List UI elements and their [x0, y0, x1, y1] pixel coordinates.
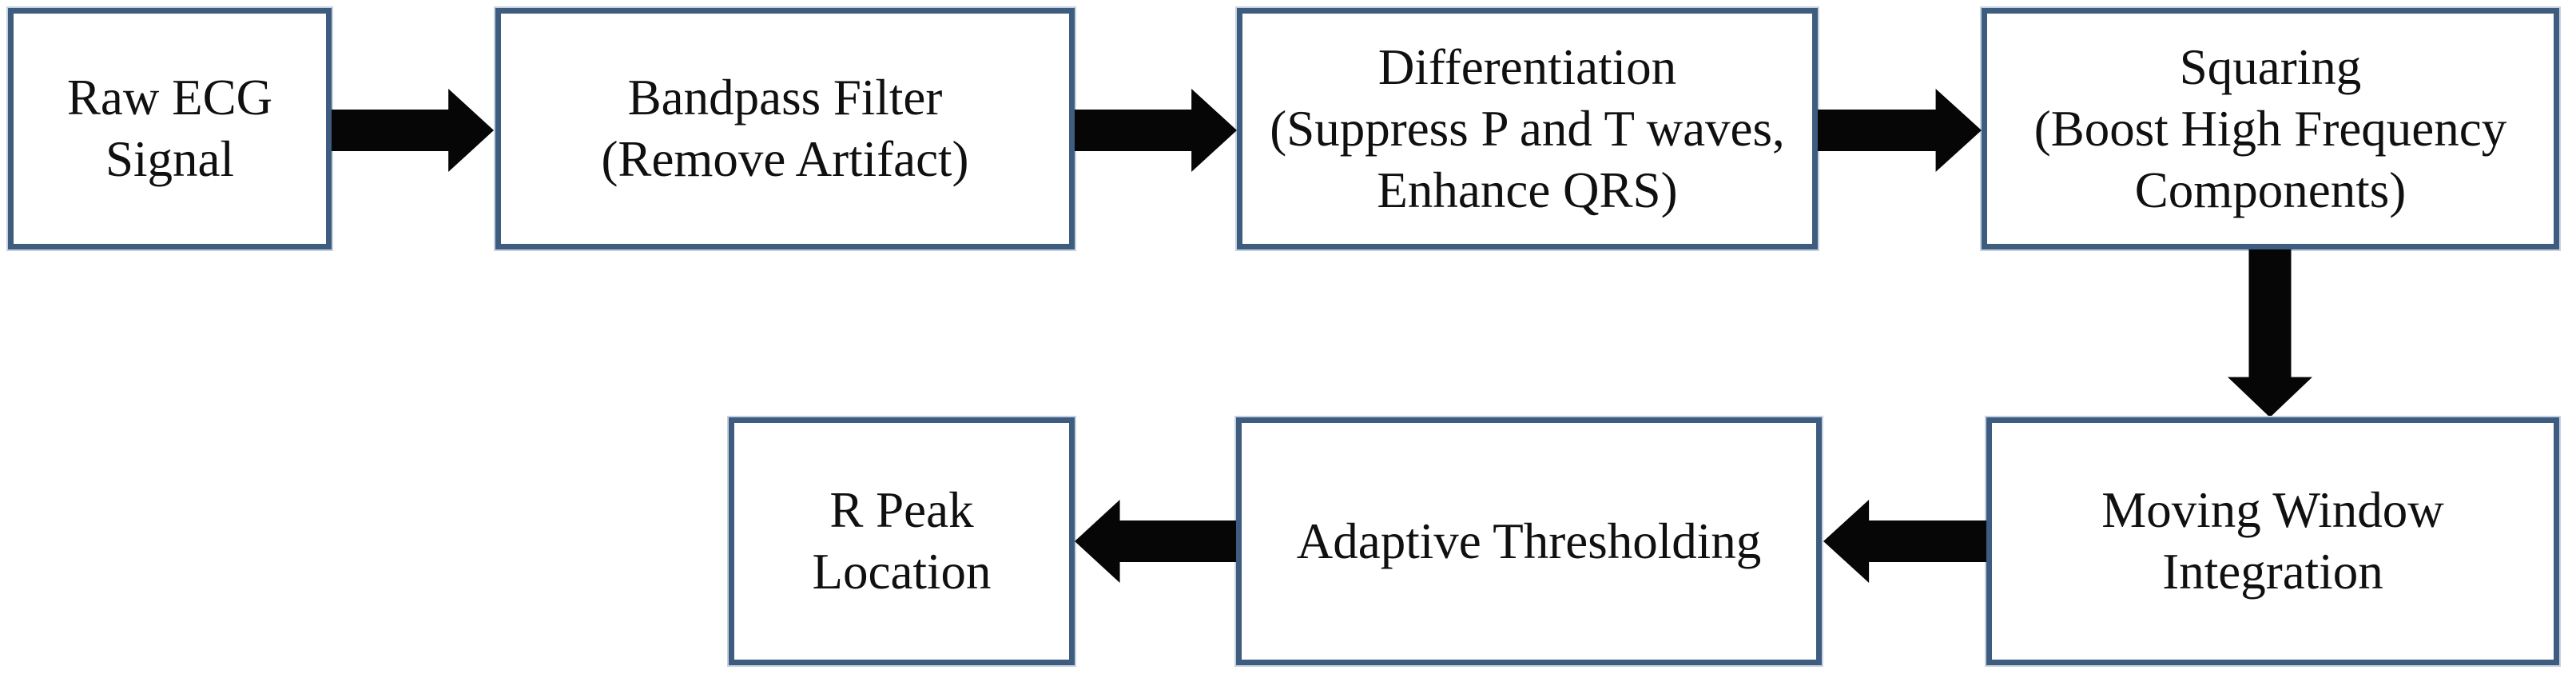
- box-text-line: Components): [2134, 162, 2407, 218]
- arrow-raw-to-bandpass-icon: [332, 89, 494, 172]
- box-text-line: Location: [812, 544, 992, 600]
- box-text-line: Squaring: [2179, 38, 2362, 95]
- flow-box-adaptive-thresholding: Adaptive Thresholding: [1236, 417, 1822, 665]
- flow-box-r-peak-location: R Peak Location: [729, 417, 1075, 665]
- box-text-line: Integration: [2162, 544, 2383, 600]
- box-text-line: R Peak: [829, 482, 974, 538]
- arrow-adaptive-to-r-peak-icon: [1075, 500, 1236, 583]
- box-text-line: Adaptive Thresholding: [1296, 512, 1762, 569]
- flow-box-squaring: Squaring (Boost High Frequency Component…: [1982, 8, 2559, 249]
- box-text-line: Enhance QRS): [1377, 162, 1678, 218]
- flow-box-raw-ecg-signal: Raw ECG Signal: [8, 8, 332, 249]
- box-text-line: Moving Window: [2101, 482, 2444, 538]
- flow-box-bandpass-filter: Bandpass Filter (Remove Artifact): [495, 8, 1075, 249]
- arrow-moving-window-to-adaptive-icon: [1823, 500, 1986, 583]
- box-text-line: (Remove Artifact): [601, 131, 969, 187]
- box-text-line: Differentiation: [1377, 38, 1677, 95]
- arrow-bandpass-to-differentiation-icon: [1075, 89, 1237, 172]
- box-text-line: Signal: [105, 131, 234, 187]
- arrow-differentiation-to-squaring-icon: [1818, 89, 1982, 172]
- box-text-line: Raw ECG: [66, 70, 273, 126]
- box-text-line: Bandpass Filter: [627, 70, 943, 126]
- flow-box-differentiation: Differentiation (Suppress P and T waves,…: [1237, 8, 1818, 249]
- box-text-line: (Suppress P and T waves,: [1270, 100, 1785, 157]
- flow-box-moving-window-integration: Moving Window Integration: [1986, 417, 2559, 665]
- arrow-squaring-to-moving-window-icon: [2228, 249, 2312, 417]
- box-text-line: (Boost High Frequency: [2033, 100, 2507, 157]
